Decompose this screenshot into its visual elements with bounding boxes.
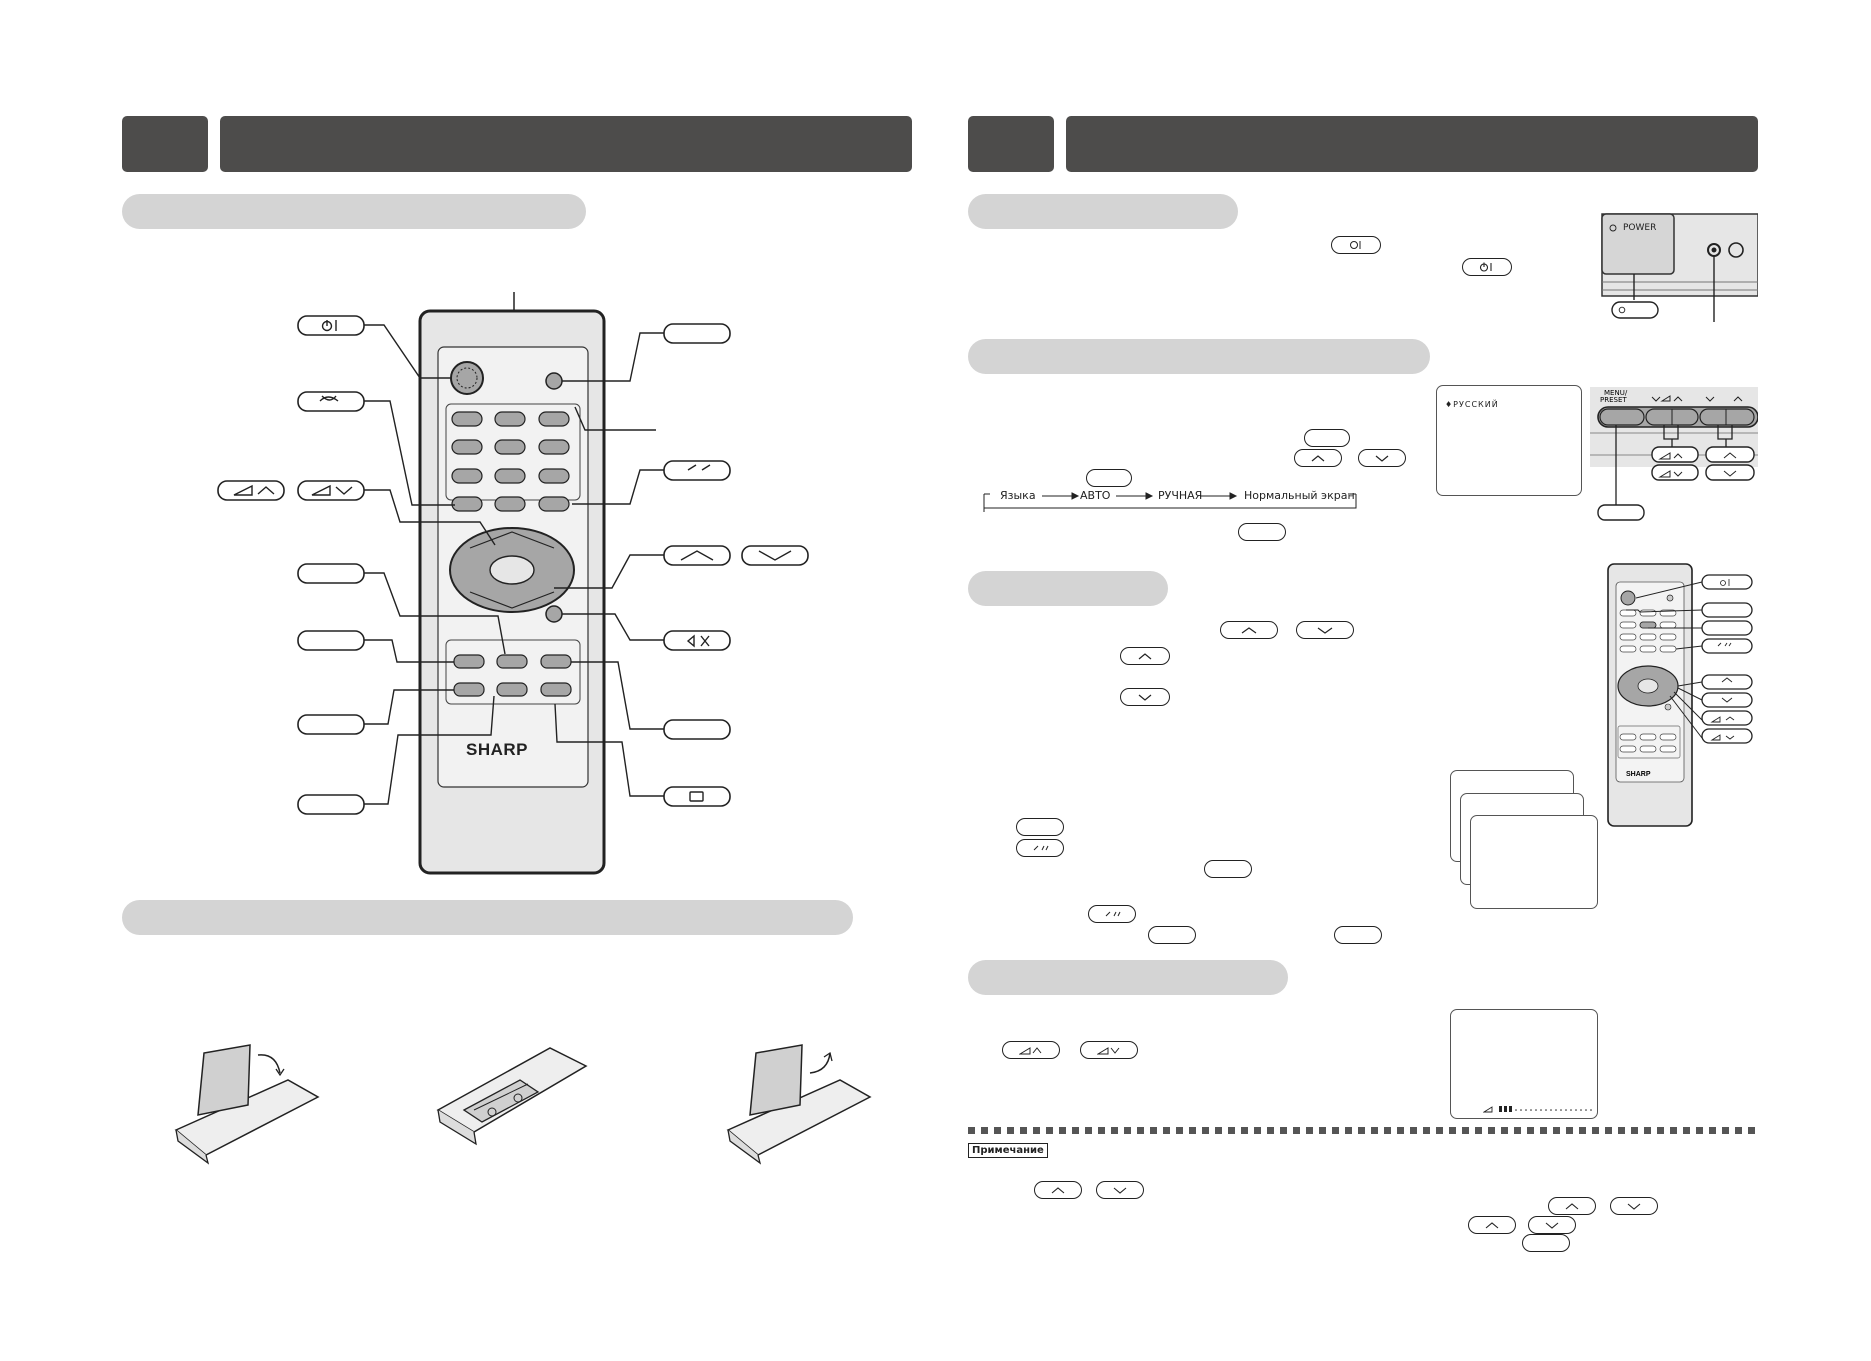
note-label: Примечание xyxy=(968,1143,1048,1158)
right-subheading-pill-volume xyxy=(968,960,1288,995)
channel-down-button-ref-3 xyxy=(1120,688,1170,706)
chevron-up-icon xyxy=(1311,455,1325,462)
flow-item-auto: АВТО xyxy=(1080,489,1111,502)
chevron-up-icon xyxy=(1241,627,1257,634)
left-subheading-pill-batteries xyxy=(122,900,853,935)
note-channel-up-ref-2 xyxy=(1548,1197,1596,1215)
note-channel-down-ref-1 xyxy=(1096,1181,1144,1199)
flow-item-language: Языка xyxy=(1000,489,1036,502)
tv-top-controls-illustration: MENU/ PRESET xyxy=(1590,387,1758,521)
channel-up-button-ref-2 xyxy=(1220,621,1278,639)
tv-power-label: POWER xyxy=(1623,223,1657,233)
chevron-up-icon xyxy=(1485,1222,1499,1229)
tv-front-panel-illustration xyxy=(1601,213,1758,322)
power-standby-icon xyxy=(1479,262,1492,272)
svg-text:PRESET: PRESET xyxy=(1600,396,1627,404)
small-remote-diagram: SHARP xyxy=(1607,563,1753,827)
battery-cover-close-illustration xyxy=(726,1044,872,1165)
chevron-down-icon xyxy=(1138,694,1152,701)
chevron-down-icon xyxy=(1627,1203,1641,1210)
note-channel-up-ref-3 xyxy=(1468,1216,1516,1234)
volume-up-icon xyxy=(1019,1047,1042,1055)
chevron-up-icon xyxy=(1051,1187,1065,1194)
remote-control-diagram xyxy=(217,292,809,875)
volume-up-button-ref xyxy=(1002,1041,1060,1059)
volume-down-button-ref xyxy=(1080,1041,1138,1059)
chevron-down-icon xyxy=(1545,1222,1559,1229)
chevron-down-icon xyxy=(1375,455,1389,462)
osd-language-option: ♦РУССКИЙ xyxy=(1445,400,1499,409)
chevron-up-icon xyxy=(1565,1203,1579,1210)
left-subheading-pill-remote xyxy=(122,194,586,229)
battery-cover-open-illustration xyxy=(174,1044,320,1165)
left-section-number-box xyxy=(122,116,208,172)
osd-language-screen: ♦РУССКИЙ xyxy=(1436,385,1582,496)
flow-item-manual: РУЧНАЯ xyxy=(1158,489,1203,502)
main-power-button-ref xyxy=(1331,236,1381,254)
volume-level-indicator xyxy=(1483,1106,1592,1113)
note-divider xyxy=(968,1127,1758,1134)
standby-button-ref xyxy=(1462,258,1512,276)
channel-down-button-ref-2 xyxy=(1296,621,1354,639)
digit-toggle-button-ref-2 xyxy=(1088,905,1136,923)
chevron-down-icon xyxy=(1113,1187,1127,1194)
menu-button-ref-3 xyxy=(1238,523,1286,541)
menu-button-ref-1 xyxy=(1304,429,1350,447)
menu-button-ref-2 xyxy=(1086,469,1132,487)
digit-toggle-icon xyxy=(1105,911,1121,917)
svg-text:SHARP: SHARP xyxy=(1626,771,1651,778)
volume-down-icon xyxy=(1097,1047,1120,1055)
digit-button-ref-2 xyxy=(1204,860,1252,878)
digit-button-ref-4 xyxy=(1334,926,1382,944)
remote-brand-label: SHARP xyxy=(466,740,529,759)
chevron-down-icon xyxy=(1317,627,1333,634)
channel-up-button-ref-1 xyxy=(1294,449,1342,467)
digit-button-ref-3 xyxy=(1148,926,1196,944)
flow-item-normal-screen: Нормальный экран xyxy=(1244,489,1355,502)
right-section-number-box xyxy=(968,116,1054,172)
note-menu-button-ref xyxy=(1522,1234,1570,1252)
power-icon xyxy=(1350,241,1361,249)
chevron-up-icon xyxy=(1138,653,1152,660)
channel-down-button-ref-1 xyxy=(1358,449,1406,467)
note-channel-up-ref-1 xyxy=(1034,1181,1082,1199)
digit-toggle-icon xyxy=(1033,845,1049,851)
right-subheading-pill-channel xyxy=(968,571,1168,606)
digit-toggle-button-ref-1 xyxy=(1016,839,1064,857)
menu-flow-bracket xyxy=(983,492,1357,512)
volume-osd-screen xyxy=(1450,1009,1598,1119)
svg-text:MENU/: MENU/ xyxy=(1604,389,1628,397)
right-subheading-pill-power xyxy=(968,194,1238,229)
left-section-header-bar xyxy=(220,116,912,172)
digit-button-ref-1 xyxy=(1016,818,1064,836)
battery-insert-illustration xyxy=(436,1047,588,1146)
channel-screen-front xyxy=(1470,815,1598,909)
right-section-header-bar xyxy=(1066,116,1758,172)
note-channel-down-ref-3 xyxy=(1528,1216,1576,1234)
note-channel-down-ref-2 xyxy=(1610,1197,1658,1215)
channel-up-button-ref-3 xyxy=(1120,647,1170,665)
right-subheading-pill-language xyxy=(968,339,1430,374)
